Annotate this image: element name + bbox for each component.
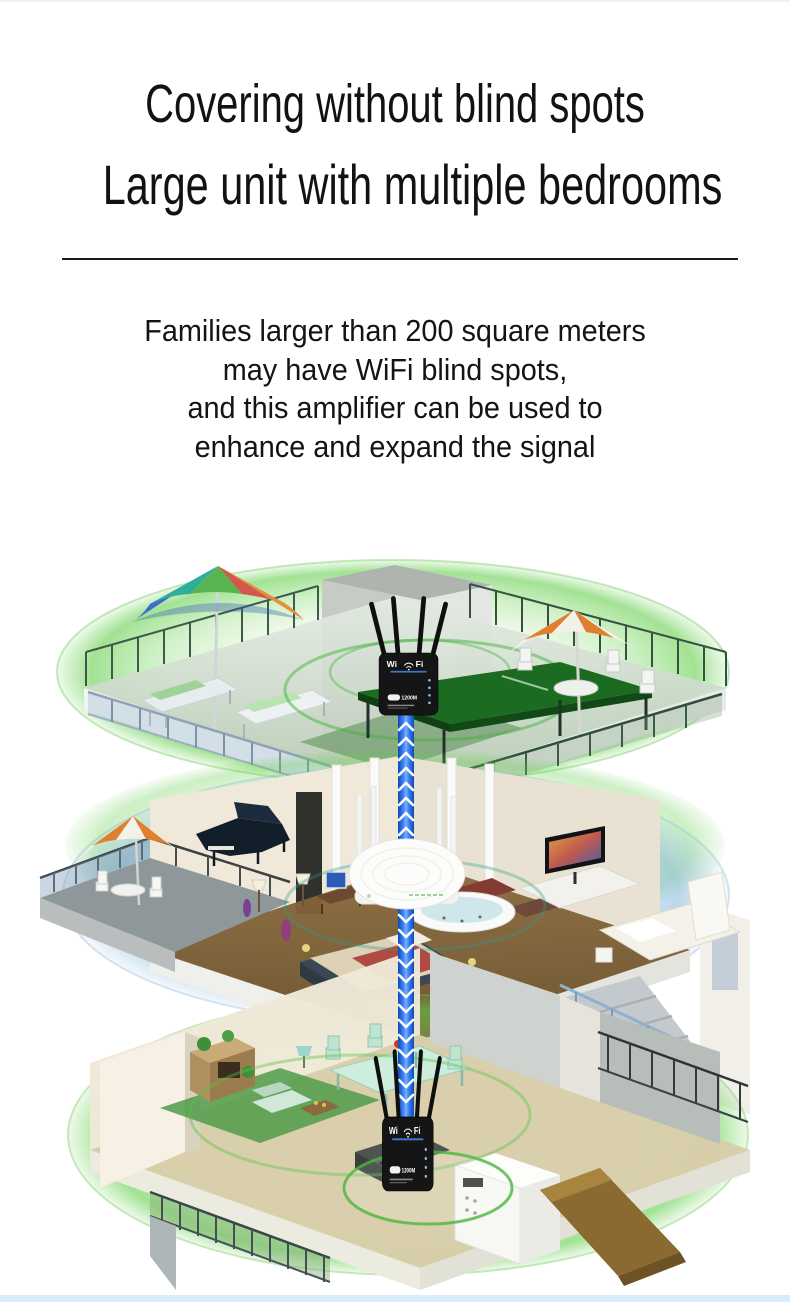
intro-line-3: and this amplifier can be used to <box>187 390 603 425</box>
balcony-chairs <box>95 870 163 898</box>
table-lamp <box>296 1046 312 1068</box>
signal-ring-bottom-outer <box>188 1053 532 1177</box>
rainbow-umbrella <box>132 566 304 731</box>
side-table <box>300 1100 340 1116</box>
previous-section-edge <box>0 0 790 2</box>
bottom-left-railing <box>149 1190 331 1290</box>
intro-line-2: may have WiFi blind spots, <box>222 351 568 387</box>
fireplace-cabinet <box>190 1030 255 1102</box>
bottom-floor <box>67 948 750 1290</box>
roof-loungers <box>140 677 334 738</box>
guest-bed <box>595 871 742 963</box>
balcony-table <box>110 883 146 897</box>
signal-beam <box>397 713 415 1117</box>
wooden-ramp <box>540 1168 686 1286</box>
armchair-back <box>252 1082 292 1097</box>
balcony-umbrella <box>79 816 187 906</box>
intro-line-1: Families larger than 200 square meters <box>144 313 646 348</box>
bottom-fascia-left <box>90 1150 420 1290</box>
roof-chairs <box>517 647 656 697</box>
page-title-line2: Large unit with multiple bedrooms <box>102 153 723 216</box>
intro-line-4: enhance and expand the signal <box>194 428 596 464</box>
next-section-edge <box>0 1295 790 1302</box>
armchair <box>252 1090 312 1113</box>
tv-and-stand <box>518 826 642 909</box>
divider-line <box>62 258 738 260</box>
beam-upper-segment <box>398 713 414 862</box>
floor-lamps <box>243 873 311 941</box>
house-cutaway-illustration: Wi Fi 1200M <box>39 559 750 1290</box>
roof-railing-back-right <box>469 583 727 686</box>
bottom-right-railing <box>597 1030 749 1123</box>
bedside-table <box>595 947 613 963</box>
mid-balcony <box>39 816 291 972</box>
intro-paragraph: Families larger than 200 square meters m… <box>28 312 763 466</box>
roof-gazebo-umbrella <box>510 610 638 737</box>
grand-piano <box>196 802 290 866</box>
page-title-line1: Covering without blind spots <box>145 74 645 134</box>
